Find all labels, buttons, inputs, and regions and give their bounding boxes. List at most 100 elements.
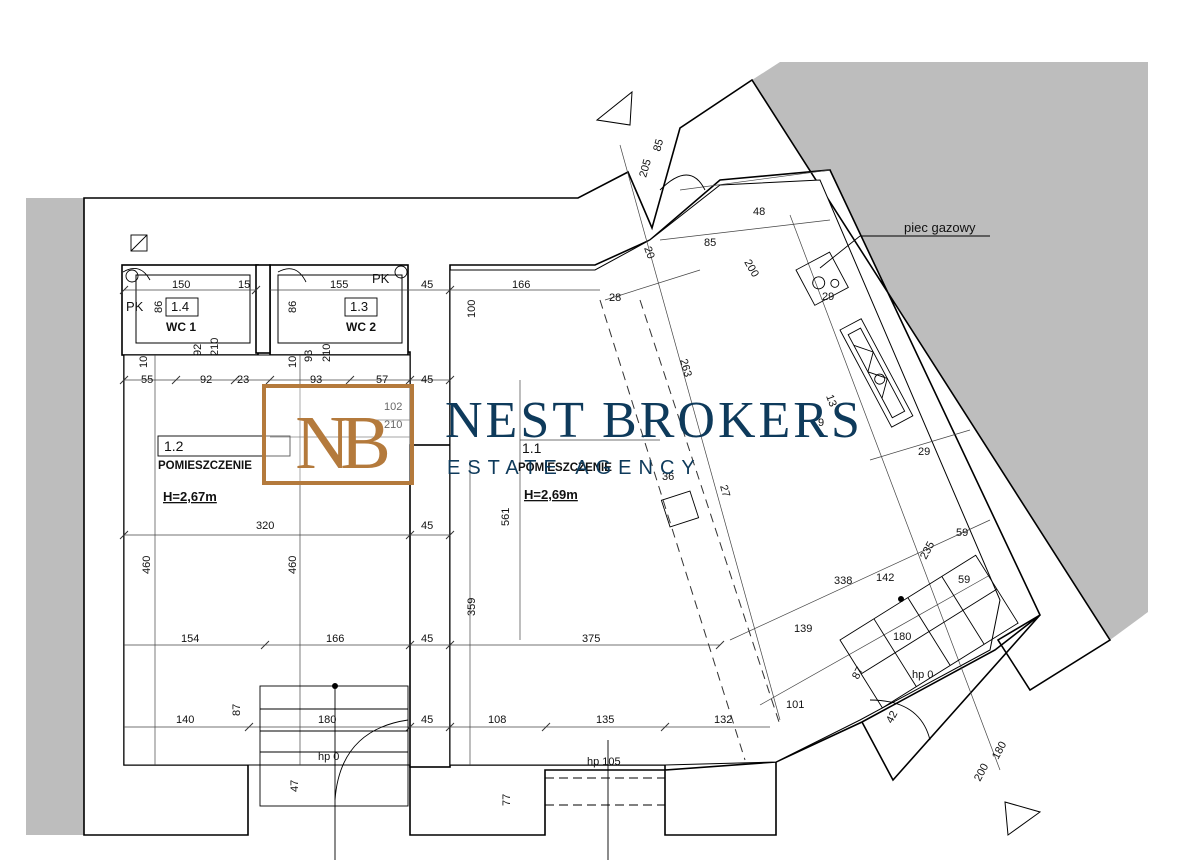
level-label: hp 105: [587, 756, 621, 768]
elevation-arrow-icon: [595, 90, 633, 126]
svg-text:210: 210: [321, 344, 333, 362]
pk-circle-icon: [394, 265, 408, 279]
svg-text:561: 561: [500, 508, 512, 526]
room-number-1-2: 1.2: [164, 438, 184, 454]
svg-text:85: 85: [704, 237, 716, 249]
room-name-1-2: POMIESZCZENIE: [158, 460, 252, 472]
svg-text:93: 93: [310, 374, 322, 386]
pk-label: PK: [372, 271, 390, 286]
room-number-1-4: 1.4: [171, 299, 189, 314]
wc-divider: [255, 264, 271, 354]
svg-text:36: 36: [662, 471, 674, 483]
svg-text:263: 263: [677, 358, 694, 379]
svg-text:135: 135: [596, 714, 614, 726]
svg-text:180: 180: [318, 714, 336, 726]
dimension-labels: 150 15 155 45 166 86 86 92 210 10 93 210…: [138, 138, 1009, 806]
vent-icon: [130, 234, 148, 252]
room-number-1-3: 1.3: [350, 299, 368, 314]
door-swing: [869, 699, 931, 741]
neighbor-left: [26, 198, 84, 835]
svg-text:155: 155: [330, 279, 348, 291]
svg-text:338: 338: [834, 575, 852, 587]
wc2-inner: [277, 274, 403, 344]
svg-text:102: 102: [384, 401, 402, 413]
svg-text:87: 87: [850, 665, 866, 681]
svg-text:320: 320: [256, 520, 274, 532]
room-height-1-1: H=2,69m: [524, 487, 578, 502]
svg-text:87: 87: [231, 704, 243, 716]
door-swing: [277, 268, 307, 283]
svg-text:142: 142: [876, 572, 894, 584]
beam-dashed-line: [599, 299, 746, 761]
svg-text:205: 205: [637, 158, 654, 179]
svg-text:57: 57: [376, 374, 388, 386]
neighbor-right: [752, 62, 1148, 640]
svg-text:166: 166: [512, 279, 530, 291]
svg-text:42: 42: [884, 709, 900, 725]
svg-text:200: 200: [972, 762, 991, 784]
gas-boiler: [795, 251, 849, 306]
svg-text:27: 27: [717, 484, 732, 499]
svg-text:45: 45: [421, 520, 433, 532]
logo-monogram: NB: [295, 401, 387, 485]
svg-text:210: 210: [209, 338, 221, 356]
room-1-2-area: [123, 354, 411, 766]
dimension-ticks: [119, 285, 725, 732]
room-name-1-3: WC 2: [346, 320, 376, 334]
svg-text:85: 85: [651, 138, 666, 153]
svg-text:180: 180: [893, 631, 911, 643]
svg-text:13: 13: [823, 393, 838, 409]
room-name-1-4: WC 1: [166, 320, 196, 334]
svg-text:45: 45: [421, 633, 433, 645]
svg-text:154: 154: [181, 633, 199, 645]
svg-text:45: 45: [421, 279, 433, 291]
svg-text:140: 140: [176, 714, 194, 726]
kitchen-counter: [839, 318, 914, 428]
wc1-inner: [135, 274, 251, 344]
svg-text:180: 180: [990, 740, 1009, 762]
svg-text:92: 92: [200, 374, 212, 386]
svg-text:28: 28: [609, 292, 621, 304]
svg-text:460: 460: [141, 556, 153, 574]
svg-text:93: 93: [303, 350, 315, 362]
svg-text:59: 59: [956, 527, 968, 539]
room-number-1-1: 1.1: [522, 440, 542, 456]
svg-text:48: 48: [753, 206, 765, 218]
svg-text:55: 55: [141, 374, 153, 386]
logo-frame: [262, 384, 414, 485]
brand-tagline: ESTATE AGENCY: [447, 457, 702, 479]
level-label: hp 0: [318, 751, 339, 763]
gas-leader-line: [819, 235, 861, 269]
gas-furnace-label: piec gazowy: [904, 220, 976, 235]
brand-logo: NB NEST BROKERS ESTATE AGENCY: [262, 384, 863, 485]
dimension-lines: [124, 144, 1001, 771]
stairs-left: [259, 683, 409, 860]
svg-text:139: 139: [794, 623, 812, 635]
svg-text:20: 20: [641, 245, 656, 261]
svg-text:45: 45: [421, 374, 433, 386]
svg-text:10: 10: [138, 356, 150, 368]
svg-text:100: 100: [466, 300, 478, 318]
svg-text:9: 9: [818, 417, 824, 429]
elevation-arrow-icon: [1004, 801, 1042, 836]
svg-text:166: 166: [326, 633, 344, 645]
svg-text:86: 86: [153, 301, 165, 313]
pk-circle-icon: [125, 269, 139, 283]
svg-text:359: 359: [466, 598, 478, 616]
svg-text:45: 45: [421, 714, 433, 726]
svg-text:150: 150: [172, 279, 190, 291]
svg-text:108: 108: [488, 714, 506, 726]
pk-label: PK: [126, 299, 144, 314]
svg-text:10: 10: [287, 356, 299, 368]
stair-partition: [409, 444, 451, 768]
door-swing: [659, 174, 706, 191]
svg-text:92: 92: [192, 344, 204, 356]
brand-name: NEST BROKERS: [445, 392, 863, 449]
svg-text:375: 375: [582, 633, 600, 645]
svg-text:29: 29: [918, 446, 930, 458]
svg-text:132: 132: [714, 714, 732, 726]
svg-text:101: 101: [786, 699, 804, 711]
room-height-1-2: H=2,67m: [163, 489, 217, 504]
column: [660, 490, 700, 528]
